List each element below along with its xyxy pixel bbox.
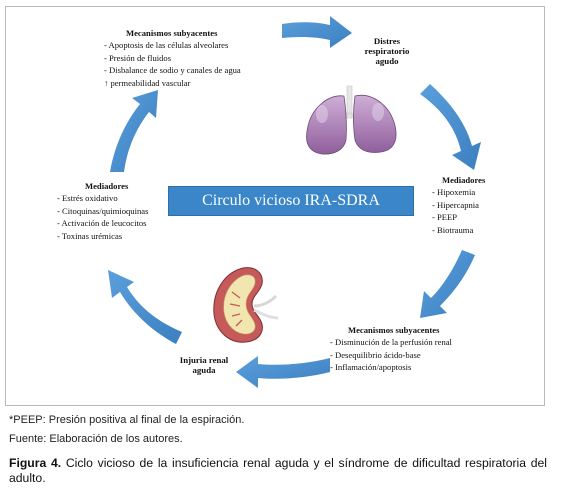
list-item: - Inflamación/apoptosis (330, 362, 412, 373)
figure-caption: Figura 4. Ciclo vicioso de la insuficien… (9, 456, 547, 486)
top-left-heading: Mecanismos subyacentes (126, 28, 218, 38)
list-item: ↑ permeabilidad vascular (104, 77, 191, 88)
list-item: - Hipoxemia (432, 187, 476, 198)
left-mediators: Mediadores - Estrés oxidativo - Citoquin… (57, 180, 148, 242)
arrow-top (282, 16, 352, 48)
arrow-right-lower (420, 250, 475, 318)
renal-injury-title-line: aguda (192, 365, 216, 375)
list-item: - Hipercapnia (432, 199, 480, 210)
bottom-right-mechanisms: Mecanismos subyacentes - Disminución de … (330, 324, 452, 374)
peep-note: *PEEP: Presión positiva al final de la e… (9, 414, 245, 426)
left-heading: Mediadores (85, 181, 129, 191)
source-note: Fuente: Elaboración de los autores. (9, 433, 183, 445)
list-item: - Activación de leucocitos (57, 218, 147, 229)
list-item: - Disminución de la perfusión renal (330, 337, 452, 348)
renal-injury-title-line: Injuria renal (179, 355, 229, 365)
list-item: - Disbalance de sodio y canales de agua (104, 65, 241, 76)
distress-title-line: Distres (373, 36, 401, 46)
lungs-icon (306, 85, 397, 155)
arrow-bottom (236, 356, 330, 388)
right-mediators: Mediadores - Hipoxemia - Hipercapnia - P… (432, 174, 485, 236)
list-item: - Estrés oxidativo (57, 193, 118, 204)
arrow-left-lower (108, 270, 182, 344)
kidney-icon (213, 267, 279, 343)
list-item: - Apoptosis de las células alveolares (104, 40, 229, 51)
list-item: - Presión de fluidos (104, 52, 172, 63)
arrow-left-upper (110, 90, 158, 172)
figure-label: Figura 4. (9, 456, 62, 470)
diagram-frame (5, 6, 545, 406)
list-item: - Biotrauma (432, 224, 474, 235)
list-item: - Toxinas urémicas (57, 230, 123, 241)
distress-title-line: respiratorio (364, 46, 410, 56)
list-item: - Desequilibrio ácido-base (330, 349, 421, 360)
right-heading: Mediadores (442, 175, 486, 185)
center-banner: Circulo vicioso IRA-SDRA (168, 186, 414, 216)
top-left-mechanisms: Mecanismos subyacentes - Apoptosis de la… (104, 27, 241, 89)
renal-injury-title: Injuria renal aguda (166, 355, 242, 375)
figure-text: Ciclo vicioso de la insuficiencia renal … (9, 456, 547, 485)
arrow-right-upper (420, 84, 481, 170)
distress-title-line: agudo (375, 56, 399, 66)
list-item: - PEEP (432, 212, 458, 223)
list-item: - Citoquinas/quimioquinas (57, 205, 149, 216)
bottom-right-heading: Mecanismos subyacentes (348, 325, 440, 335)
distress-title: Distres respiratorio agudo (352, 36, 422, 66)
